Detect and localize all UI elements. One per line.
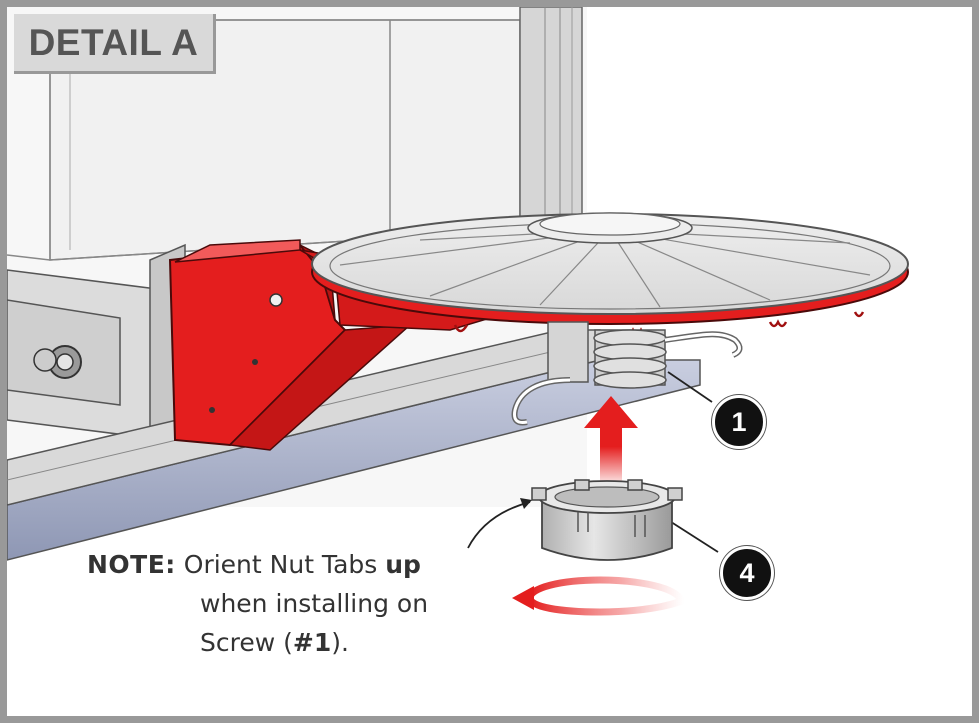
note-text-3-suffix: ). [331,628,349,657]
rotate-arrow-icon [512,576,688,616]
note-emphasis-up: up [385,550,421,579]
note-text-3-prefix: Screw ( [200,628,293,657]
nut-part-4 [531,479,683,561]
detail-title: DETAIL A [14,14,216,74]
note-line-1: NOTE: Orient Nut Tabs up [87,545,421,584]
callout-1: 1 [712,395,766,449]
rim-dish [311,212,909,336]
callout-4: 4 [720,546,774,600]
screw-part-1 [511,321,743,426]
assembly-illustration [7,7,909,616]
note-line-3: Screw (#1). [200,623,349,662]
leader-lines [667,371,719,553]
note-label: NOTE: [87,550,176,579]
arrow-up-icon [584,396,638,488]
note-part-ref: #1 [292,628,332,657]
note-leader-arrow [467,498,532,549]
note-text-1: Orient Nut Tabs [183,550,378,579]
note-line-2: when installing on [200,589,429,618]
